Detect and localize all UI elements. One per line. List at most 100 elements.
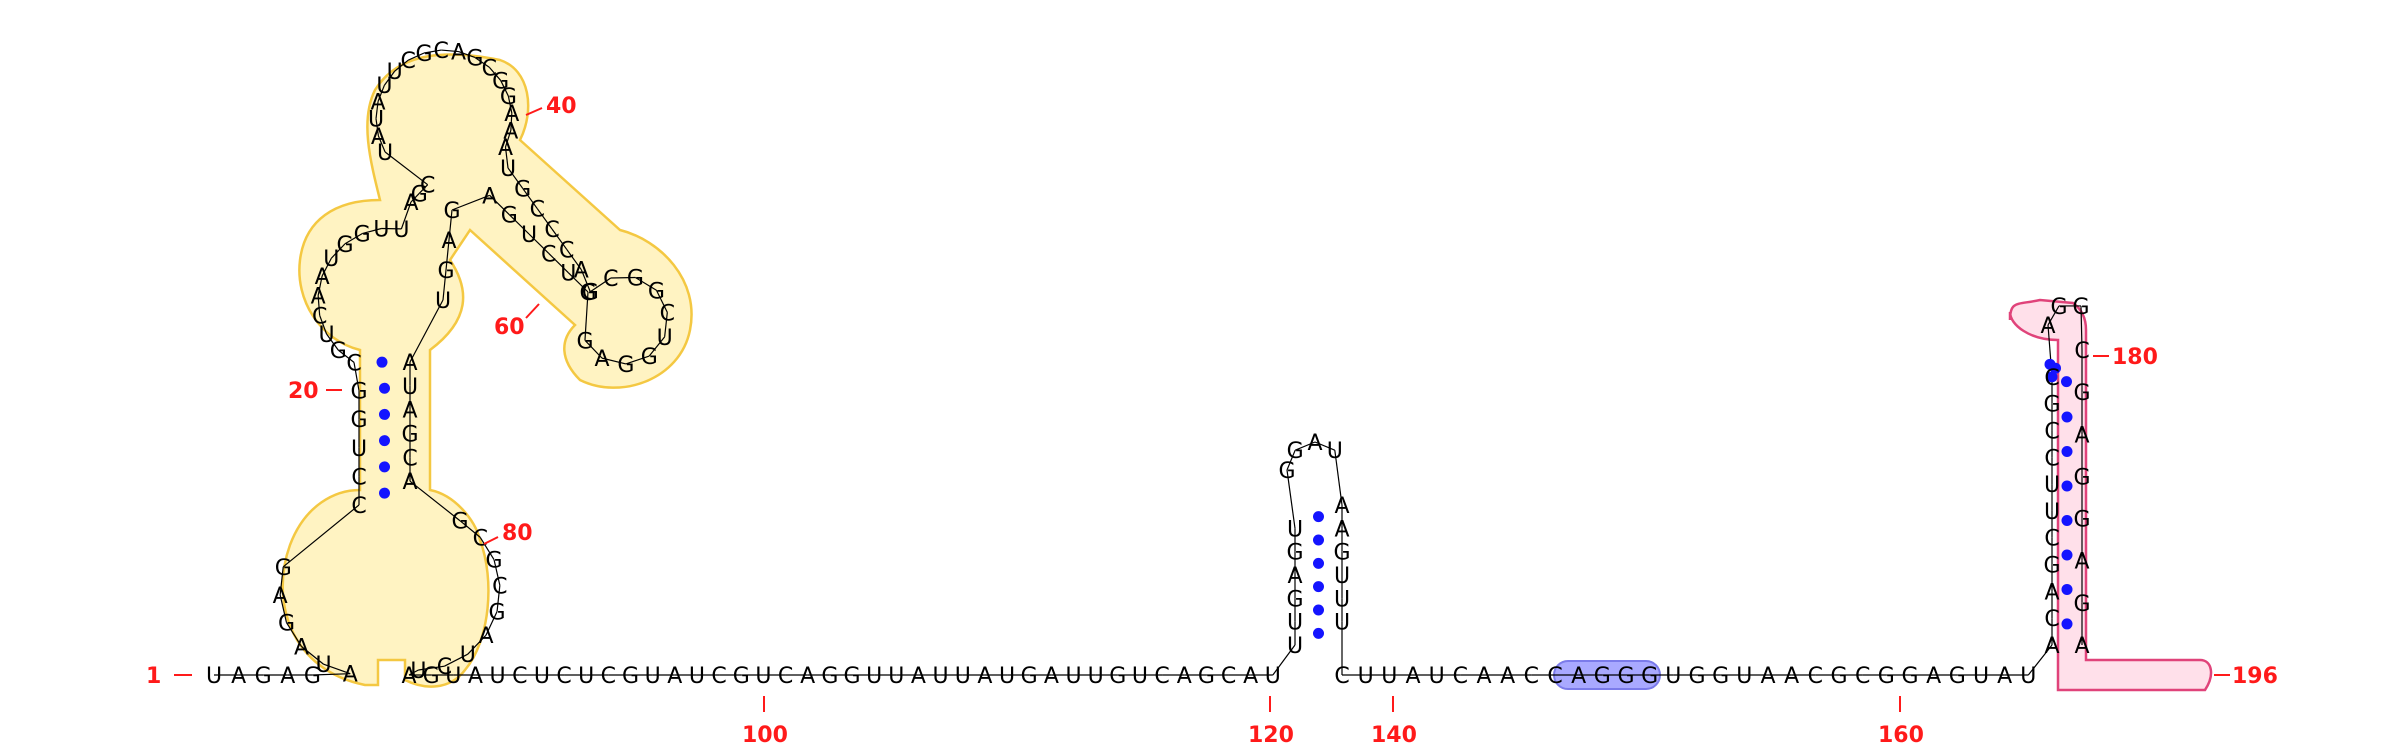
backbone-link	[418, 184, 429, 194]
nucleotide: G	[2050, 295, 2067, 320]
backbone-link	[362, 227, 382, 235]
backbone-link	[279, 594, 288, 623]
backbone-link	[407, 52, 425, 61]
backbone-link	[1294, 441, 1316, 451]
backbone-link	[485, 611, 498, 636]
nucleotide: G	[278, 612, 295, 637]
nucleotide: C	[473, 526, 488, 551]
backbone-link	[410, 192, 420, 203]
base-pair-dot	[1313, 581, 1324, 593]
nucleotide: A	[574, 259, 589, 284]
nucleotide: A	[402, 470, 417, 495]
nucleotide: A	[451, 41, 466, 66]
nucleotide: A	[1334, 494, 1349, 519]
nucleotide: G	[1287, 439, 1304, 464]
backbone-link	[625, 355, 650, 365]
nucleotide: C	[1808, 664, 1823, 689]
nucleotide: G	[2072, 295, 2089, 320]
nucleotide: A	[482, 184, 497, 209]
nucleotide: G	[401, 423, 418, 448]
backbone-link	[567, 272, 589, 293]
nucleotide: U	[1132, 664, 1148, 689]
nucleotide: G	[1286, 587, 1303, 612]
nucleotide: A	[503, 119, 518, 144]
nucleotide: U	[1973, 664, 1989, 689]
nucleotide: A	[280, 664, 295, 689]
nucleotide: G	[622, 664, 639, 689]
nucleotide: A	[2074, 423, 2089, 448]
backbone-link	[301, 646, 324, 665]
nucleotide: A	[343, 663, 358, 688]
backbone-link	[528, 233, 550, 254]
backbone-link	[448, 209, 453, 241]
nucleotide: A	[498, 136, 513, 161]
backbone-link	[451, 194, 490, 211]
nucleotide: A	[401, 664, 416, 689]
pink-highlight	[2008, 298, 2213, 692]
nucleotide: G	[500, 85, 517, 110]
backbone-link	[648, 336, 666, 357]
nucleotide: C	[420, 174, 435, 199]
nucleotide: U	[534, 664, 550, 689]
nucleotide: U	[1665, 664, 1681, 689]
backbone-link	[442, 269, 447, 301]
backbone-link	[601, 357, 627, 365]
nucleotide: G	[423, 664, 440, 689]
nucleotide: G	[1333, 541, 1350, 566]
backbone-link	[375, 101, 379, 119]
label-100: 100	[742, 723, 788, 748]
nucleotide: A	[1476, 664, 1491, 689]
nucleotide: A	[800, 664, 815, 689]
backbone-link	[664, 312, 668, 337]
nucleotide: G	[2073, 465, 2090, 490]
backbone-link	[375, 118, 380, 137]
nucleotide: U	[1327, 439, 1343, 464]
backbone-link	[1334, 450, 1343, 506]
nucleotide: C	[2074, 339, 2089, 364]
backbone-link	[383, 70, 396, 86]
nucleotide: G	[1278, 459, 1295, 484]
label-180: 180	[2112, 345, 2158, 370]
base-pair-dot	[1313, 534, 1324, 546]
nucleotide: U	[410, 659, 426, 684]
nucleotide: G	[350, 380, 367, 405]
nucleotide: U	[316, 653, 332, 678]
base-pair-dot	[1313, 511, 1324, 523]
nucleotide: G	[2043, 393, 2060, 418]
backbone-link	[510, 113, 513, 131]
label-60: 60	[494, 315, 525, 340]
backbone-link	[1286, 469, 1296, 529]
backbone-link	[384, 151, 429, 186]
nucleotide: U	[1287, 634, 1303, 659]
nucleotide: C	[1547, 664, 1562, 689]
backbone-link	[344, 233, 363, 245]
nucleotide: U	[435, 289, 451, 314]
nucleotide: U	[933, 664, 949, 689]
nucleotide: C	[778, 664, 793, 689]
base-pair-dot	[379, 408, 390, 420]
backbone-link	[408, 669, 419, 676]
base-pair-dot	[1313, 627, 1324, 639]
nucleotide: G	[486, 549, 503, 574]
backbone-link	[551, 228, 568, 250]
nucleotide: A	[1997, 664, 2012, 689]
nucleotide: U	[1334, 587, 1350, 612]
nucleotide: G	[2043, 554, 2060, 579]
label-160: 160	[1878, 723, 1924, 748]
backbone-link	[548, 252, 569, 274]
nucleotide: G	[501, 204, 518, 229]
backbone-link	[317, 295, 321, 316]
nucleotide: C	[402, 446, 417, 471]
base-pairs	[376, 356, 2073, 639]
nucleotide: A	[478, 624, 493, 649]
nucleotide: C	[2044, 527, 2059, 552]
nucleotide: C	[512, 664, 527, 689]
nucleotide: A	[1571, 664, 1586, 689]
nucleotide: U	[377, 141, 393, 166]
nucleotide: U	[387, 60, 403, 85]
base-pair-dot	[379, 435, 390, 447]
nucleotide: U	[1381, 664, 1397, 689]
nucleotide: G	[1021, 664, 1038, 689]
backbone-link	[584, 339, 603, 359]
backbone-link	[1314, 441, 1336, 451]
